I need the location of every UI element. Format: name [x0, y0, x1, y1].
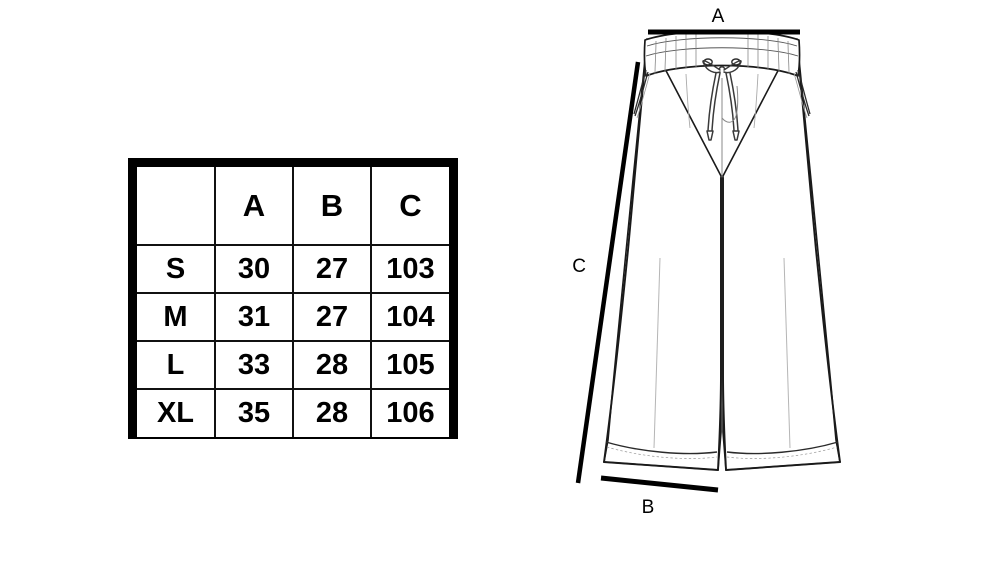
pants-technical-drawing: A B C [540, 0, 1000, 562]
left-hem-line [603, 461, 719, 471]
cell-l-a: 33 [214, 340, 294, 390]
drawstring-tail-left [711, 72, 721, 132]
cell-s-c: 103 [370, 244, 449, 294]
cell-m-c: 104 [370, 292, 449, 342]
cell-s-a: 30 [214, 244, 294, 294]
table-header-c: C [370, 167, 449, 246]
pocket-bag-left [634, 71, 649, 117]
size-chart-table-container: A B C S 30 27 103 M 31 27 104 L [128, 158, 458, 439]
right-hem-line [725, 461, 841, 471]
measurement-a: A [648, 6, 800, 35]
table-header-row: A B C [137, 167, 449, 246]
drawstring-loop-right [723, 59, 742, 74]
cell-m-b: 27 [292, 292, 372, 342]
right-leg-panel [722, 38, 841, 471]
left-leg-panel [603, 38, 722, 471]
side-pockets [633, 69, 811, 117]
right-side-seam [796, 41, 841, 463]
hem-cuff-stitch [606, 446, 838, 459]
measurement-label-a: A [712, 6, 725, 27]
waistband-ribbing [654, 32, 790, 75]
drawstring-loop-left [702, 59, 721, 74]
table-header-b: B [292, 167, 372, 246]
size-chart-table: A B C S 30 27 103 M 31 27 104 L [137, 167, 449, 437]
aglet-left [706, 130, 714, 141]
leg-crease-lines [653, 257, 791, 449]
measurement-line-c [575, 61, 641, 484]
cell-xl-a: 35 [214, 388, 294, 437]
crease-left [653, 257, 661, 449]
cell-s-b: 27 [292, 244, 372, 294]
left-side-seam [603, 41, 648, 463]
table-header-a: A [214, 167, 294, 246]
aglet-right [732, 130, 740, 141]
waistband-mid-seam [645, 47, 799, 57]
drawstring [702, 59, 742, 141]
measurement-c: C [572, 61, 641, 484]
pocket-opening-right [797, 69, 811, 115]
cell-l-c: 105 [370, 340, 449, 390]
pocket-opening-left [633, 69, 647, 115]
drape-left [685, 73, 691, 129]
pocket-bag-right [795, 71, 810, 117]
side-pocket-inner [636, 72, 808, 119]
crease-right [783, 257, 791, 449]
size-label-xl: XL [137, 388, 216, 437]
center-front-seam [721, 78, 739, 178]
table-corner-cell [137, 167, 216, 246]
left-inseam [717, 177, 722, 471]
drawstring-tail-right [725, 72, 735, 132]
table-row: S 30 27 103 [137, 244, 449, 294]
waistband-top-seam [646, 37, 798, 47]
measurement-label-c: C [572, 256, 586, 277]
table-row: L 33 28 105 [137, 340, 449, 390]
hem-cuff-right [726, 441, 839, 455]
cell-m-a: 31 [214, 292, 294, 342]
right-inseam [722, 177, 727, 471]
waistband-seams [645, 37, 799, 57]
size-label-m: M [137, 292, 216, 342]
hem-cuff-left [605, 441, 718, 455]
drape-right [753, 73, 759, 129]
measurement-line-b [600, 475, 719, 493]
measurement-b: B [600, 475, 719, 518]
garment-outline [603, 41, 841, 471]
cell-xl-c: 106 [370, 388, 449, 437]
size-label-l: L [137, 340, 216, 390]
cell-xl-b: 28 [292, 388, 372, 437]
measurement-label-b: B [642, 497, 655, 518]
cell-l-b: 28 [292, 340, 372, 390]
size-label-s: S [137, 244, 216, 294]
table-row: XL 35 28 106 [137, 388, 449, 437]
hem-cuffs [605, 441, 839, 455]
drawstring-knot [718, 66, 726, 70]
table-row: M 31 27 104 [137, 292, 449, 342]
fly-curve [721, 85, 739, 123]
front-drape-lines [685, 73, 759, 129]
